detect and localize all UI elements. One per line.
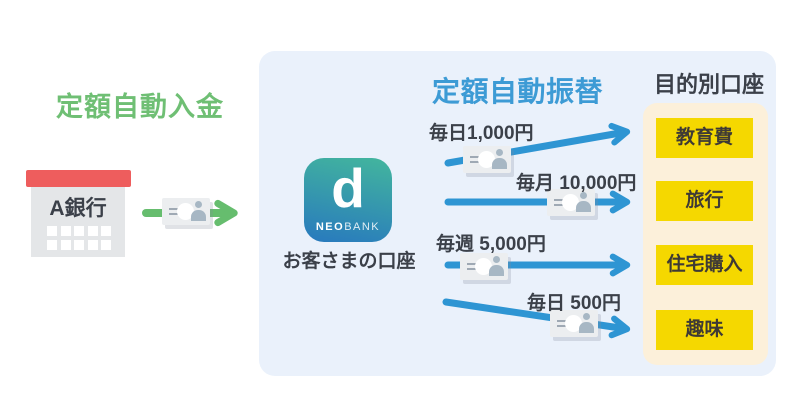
purpose-account-box: 教育費: [656, 118, 753, 158]
bank-name-label: A銀行: [49, 197, 107, 220]
banknote-icon: [162, 198, 210, 225]
purpose-account-box: 住宅購入: [656, 245, 753, 285]
transfer-amount-label: 毎月 10,000円: [516, 173, 637, 194]
neobank-app-icon: d NEOBANK: [304, 158, 392, 242]
purpose-account-box: 趣味: [656, 310, 753, 350]
transfer-section-title: 定額自動振替: [432, 76, 604, 107]
deposit-section-title: 定額自動入金: [56, 92, 224, 122]
neobank-wordmark: NEOBANK: [315, 221, 381, 233]
transfer-amount-label: 毎週 5,000円: [436, 234, 546, 255]
banknote-icon: [547, 189, 595, 216]
bank-windows: [47, 226, 111, 250]
bank-roof: [26, 170, 131, 187]
transfer-amount-label: 毎日 500円: [527, 293, 621, 314]
transfer-amount-label: 毎日1,000円: [429, 123, 534, 144]
customer-account-label: お客さまの口座: [282, 251, 416, 272]
banknote-icon: [550, 310, 598, 337]
neobank-d-logo: d: [331, 157, 365, 219]
purpose-section-title: 目的別口座: [653, 72, 764, 97]
banknote-icon: [460, 253, 508, 280]
purpose-account-box: 旅行: [656, 181, 753, 221]
banknote-icon: [463, 146, 511, 173]
